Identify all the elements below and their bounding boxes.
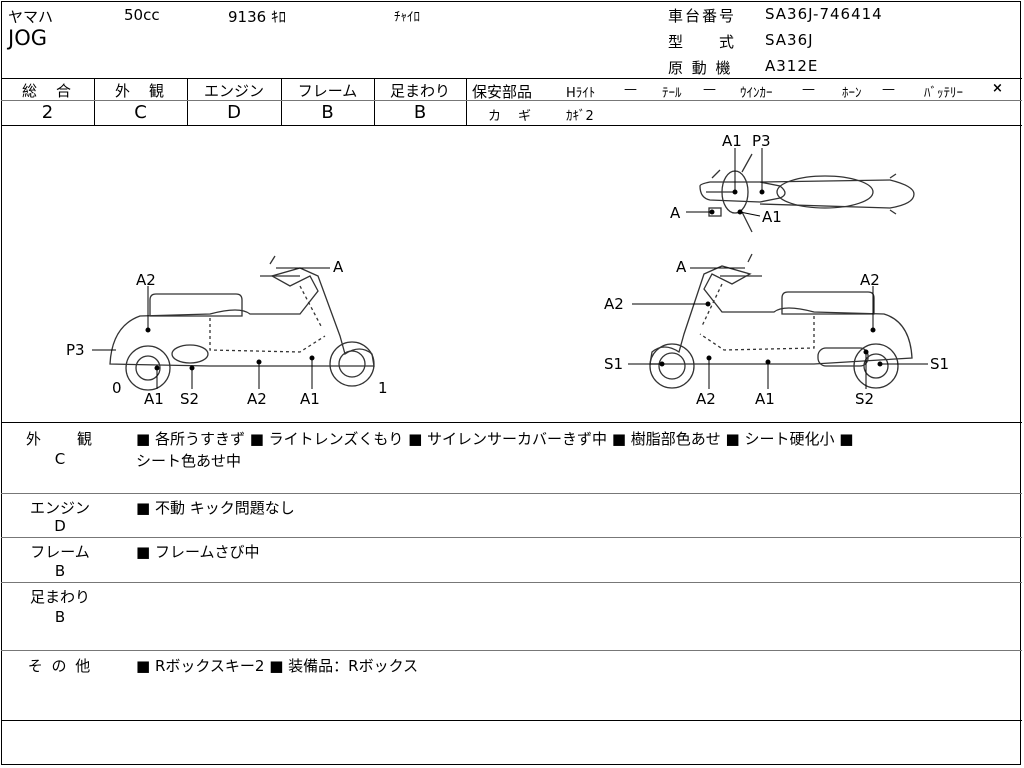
remark-text-frame: ■ フレームさび中 bbox=[136, 543, 260, 561]
diagram-label: A1 bbox=[722, 132, 742, 150]
key-label: カ ギ bbox=[488, 109, 534, 124]
scooter-left-side-drawing bbox=[109, 255, 375, 391]
diagram-label: A1 bbox=[755, 390, 775, 408]
grade-header-overall: 総 合 bbox=[21, 82, 73, 100]
diagram-label: S1 bbox=[604, 355, 623, 373]
diagram-label: A bbox=[333, 258, 344, 276]
remark-label-suspension: 足まわり bbox=[29, 588, 90, 606]
remark-text-exterior-cont: シート色あせ中 bbox=[136, 452, 242, 470]
grade-header-engine: エンジン bbox=[203, 82, 264, 100]
diagram-label: A2 bbox=[136, 271, 156, 289]
safety-headlight-name: Hﾗｲﾄ bbox=[566, 86, 596, 101]
color: ﾁｬｲﾛ bbox=[394, 10, 420, 25]
grade-header-frame: フレーム bbox=[297, 82, 358, 100]
diagram-label: A1 bbox=[144, 390, 164, 408]
diagram-label: A2 bbox=[604, 295, 624, 313]
remark-grade-suspension: B bbox=[54, 608, 66, 626]
grade-header-exterior: 外 観 bbox=[114, 82, 166, 100]
scooter-top-view-drawing bbox=[699, 153, 915, 233]
remark-text-engine: ■ 不動 キック問題なし bbox=[136, 499, 295, 517]
diagram-label: S1 bbox=[930, 355, 949, 373]
chassis-value: SA36J-746414 bbox=[765, 5, 883, 23]
type-label: 型 式 bbox=[668, 33, 737, 51]
model-name: JOG bbox=[8, 26, 47, 50]
grade-value-engine: D bbox=[227, 102, 241, 123]
diagram-label: 0 bbox=[112, 379, 122, 397]
diagram-label: S2 bbox=[855, 390, 874, 408]
grade-value-frame: B bbox=[321, 102, 334, 123]
diagram-label: A bbox=[670, 204, 681, 222]
diagram-label: A2 bbox=[696, 390, 716, 408]
key-value: ｶｷﾞ2 bbox=[566, 109, 594, 124]
damage-diagram: A2 A P3 0 A1 S2 A2 A1 1 A A2 A2 S1 S1 A2… bbox=[66, 132, 949, 408]
grade-value-exterior: C bbox=[134, 102, 147, 123]
diagram-label: P3 bbox=[66, 341, 85, 359]
remark-text-exterior: ■ 各所うすきず ■ ライトレンズくもり ■ サイレンサーカバーきず中 ■ 樹脂… bbox=[136, 430, 854, 448]
remark-grade-frame: B bbox=[54, 562, 66, 580]
safety-label: 保安部品 bbox=[472, 83, 533, 101]
diagram-label: A1 bbox=[762, 208, 782, 226]
safety-horn-name: ﾎｰﾝ bbox=[842, 86, 862, 101]
safety-headlight-value: — bbox=[624, 82, 637, 97]
diagram-label: A1 bbox=[300, 390, 320, 408]
remark-text-other: ■ Rボックスキー2 ■ 装備品：Rボックス bbox=[136, 657, 419, 675]
grade-value-overall: 2 bbox=[41, 102, 54, 123]
diagram-label: 1 bbox=[378, 379, 388, 397]
diagram-label: A bbox=[676, 258, 687, 276]
safety-tail-name: ﾃｰﾙ bbox=[662, 86, 682, 101]
safety-winker-value: — bbox=[802, 82, 815, 97]
safety-battery-name: ﾊﾞｯﾃﾘｰ bbox=[924, 86, 963, 101]
remark-label-other: そ の 他 bbox=[27, 657, 93, 675]
safety-winker-name: ｳｲﾝｶｰ bbox=[740, 86, 773, 101]
chassis-label: 車台番号 bbox=[668, 7, 737, 25]
engine-value: A312E bbox=[765, 57, 819, 75]
safety-horn-value: — bbox=[882, 82, 895, 97]
remark-label-exterior: 外 観 bbox=[25, 430, 94, 448]
safety-battery-value: × bbox=[992, 81, 1003, 96]
grade-table-bottom bbox=[1, 125, 1022, 126]
diagram-label: A2 bbox=[860, 271, 880, 289]
remark-label-engine: エンジン bbox=[29, 499, 90, 517]
engine-label: 原 動 機 bbox=[668, 59, 733, 77]
mileage: 9136 ｷﾛ bbox=[228, 8, 286, 26]
diagram-label: P3 bbox=[752, 132, 771, 150]
maker-name: ヤマハ bbox=[8, 8, 54, 26]
grade-header-suspension: 足まわり bbox=[389, 82, 450, 100]
diagram-label: S2 bbox=[180, 390, 199, 408]
grade-table-top bbox=[1, 78, 1022, 79]
remark-grade-engine: D bbox=[54, 517, 66, 535]
grade-value-suspension: B bbox=[413, 102, 427, 123]
remark-label-frame: フレーム bbox=[30, 543, 90, 561]
remark-grade-exterior: C bbox=[54, 450, 66, 468]
safety-tail-value: — bbox=[703, 82, 716, 97]
type-value: SA36J bbox=[765, 31, 814, 49]
scooter-right-side-drawing bbox=[649, 253, 913, 389]
diagram-label: A2 bbox=[247, 390, 267, 408]
displacement: 50cc bbox=[124, 6, 160, 24]
